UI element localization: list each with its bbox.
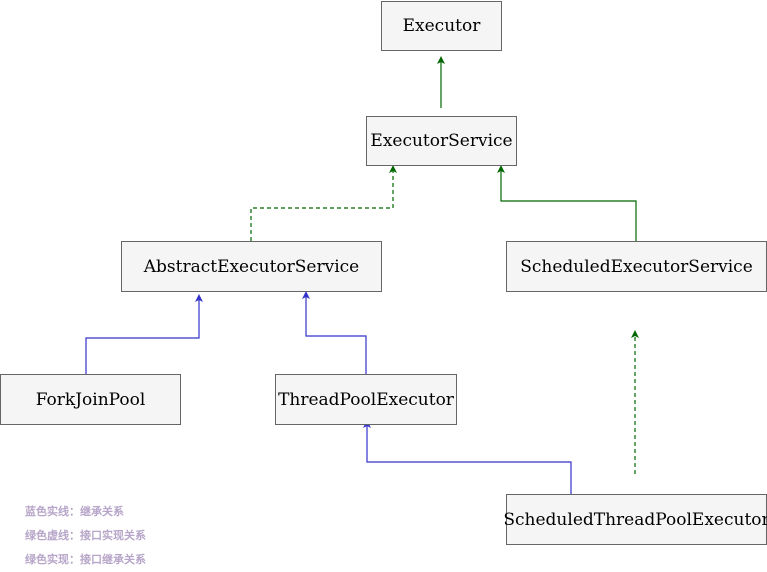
- node-abstract-executor-service: AbstractExecutorService: [121, 241, 382, 292]
- node-executor-service: ExecutorService: [366, 116, 517, 166]
- node-thread-pool-executor-label: ThreadPoolExecutor: [278, 389, 454, 410]
- node-executor: Executor: [381, 1, 502, 51]
- node-scheduled-executor-service: ScheduledExecutorService: [506, 241, 767, 292]
- node-scheduled-thread-pool-executor-label: ScheduledThreadPoolExecutor: [503, 509, 767, 530]
- node-scheduled-executor-service-label: ScheduledExecutorService: [520, 256, 753, 277]
- edge-forkjoin-to-abstract: [85, 294, 203, 374]
- node-fork-join-pool: ForkJoinPool: [0, 374, 181, 425]
- legend-inheritance: 蓝色实线：继承关系: [25, 505, 124, 518]
- node-abstract-executor-service-label: AbstractExecutorService: [143, 256, 360, 277]
- edge-scheduledthreadpool-to-threadpool: [363, 420, 572, 494]
- node-fork-join-pool-label: ForkJoinPool: [35, 389, 146, 410]
- node-executor-service-label: ExecutorService: [370, 131, 513, 151]
- legend-interface-inheritance: 绿色实现：接口继承关系: [25, 553, 146, 566]
- edge-threadpool-to-abstract: [302, 291, 367, 374]
- node-scheduled-thread-pool-executor: ScheduledThreadPoolExecutor: [503, 494, 767, 545]
- legend-interface-implementation: 绿色虚线：接口实现关系: [25, 529, 146, 542]
- edge-scheduledservice-to-executorservice: [497, 165, 637, 241]
- node-executor-label: Executor: [402, 16, 481, 36]
- edge-abstract-to-executorservice: [250, 165, 397, 241]
- node-thread-pool-executor: ThreadPoolExecutor: [275, 374, 457, 425]
